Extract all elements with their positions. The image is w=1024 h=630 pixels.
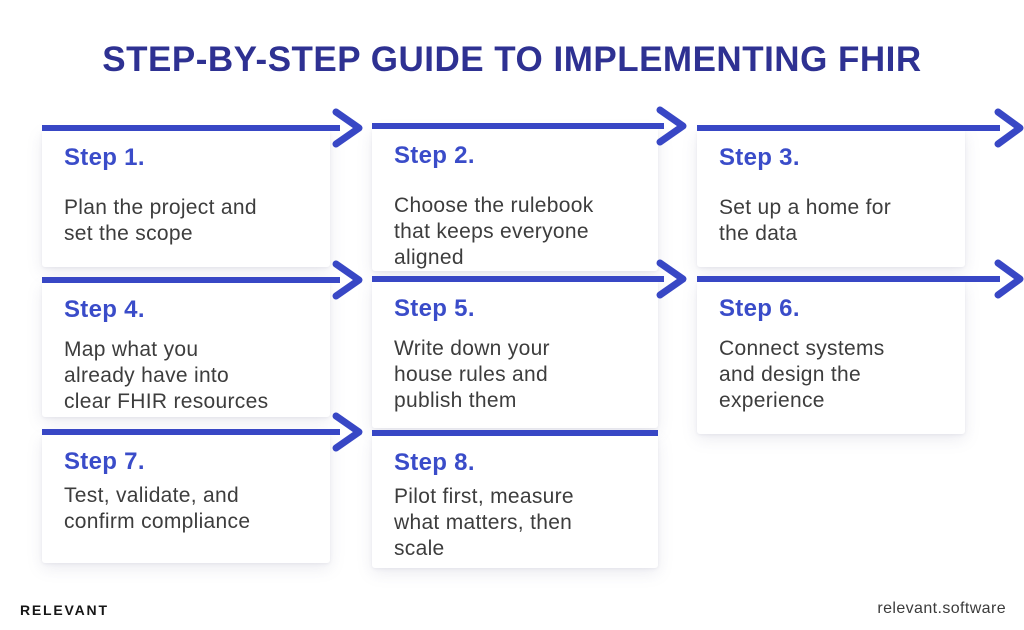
step-label: Step 6. bbox=[719, 295, 800, 322]
step-label: Step 3. bbox=[719, 144, 800, 171]
step-description: Connect systems and design the experienc… bbox=[719, 337, 885, 412]
step-description: Map what you already have into clear FHI… bbox=[64, 338, 269, 413]
website-url: relevant.software bbox=[877, 600, 1006, 617]
step-card-2: Step 2. Choose the rulebook that keeps e… bbox=[372, 106, 687, 271]
step-label: Step 7. bbox=[64, 448, 145, 475]
step-description: Test, validate, and confirm compliance bbox=[64, 484, 251, 533]
step-card-3: Step 3. Set up a home for the data bbox=[697, 108, 1024, 267]
step-card-5: Step 5. Write down your house rules and … bbox=[372, 259, 687, 428]
step-description: Pilot first, measure what matters, then … bbox=[394, 485, 574, 560]
step-label: Step 1. bbox=[64, 144, 145, 171]
step-description: Set up a home for the data bbox=[719, 196, 892, 245]
step-description: Plan the project and set the scope bbox=[64, 196, 257, 245]
page-title: STEP-BY-STEP GUIDE TO IMPLEMENTING FHIR bbox=[102, 40, 922, 79]
step-card-4: Step 4. Map what you already have into c… bbox=[42, 260, 363, 417]
step-card-8: Step 8. Pilot first, measure what matter… bbox=[372, 430, 658, 568]
step-label: Step 5. bbox=[394, 295, 475, 322]
step-description: Write down your house rules and publish … bbox=[394, 337, 550, 412]
brand-logo: RELEVANT bbox=[20, 602, 109, 618]
step-card-6: Step 6. Connect systems and design the e… bbox=[697, 259, 1024, 434]
step-label: Step 2. bbox=[394, 142, 475, 169]
step-label: Step 8. bbox=[394, 449, 475, 476]
step-card-1: Step 1. Plan the project and set the sco… bbox=[42, 108, 363, 267]
step-description: Choose the rulebook that keeps everyone … bbox=[394, 194, 594, 269]
step-card-7: Step 7. Test, validate, and confirm comp… bbox=[42, 412, 363, 563]
step-label: Step 4. bbox=[64, 296, 145, 323]
